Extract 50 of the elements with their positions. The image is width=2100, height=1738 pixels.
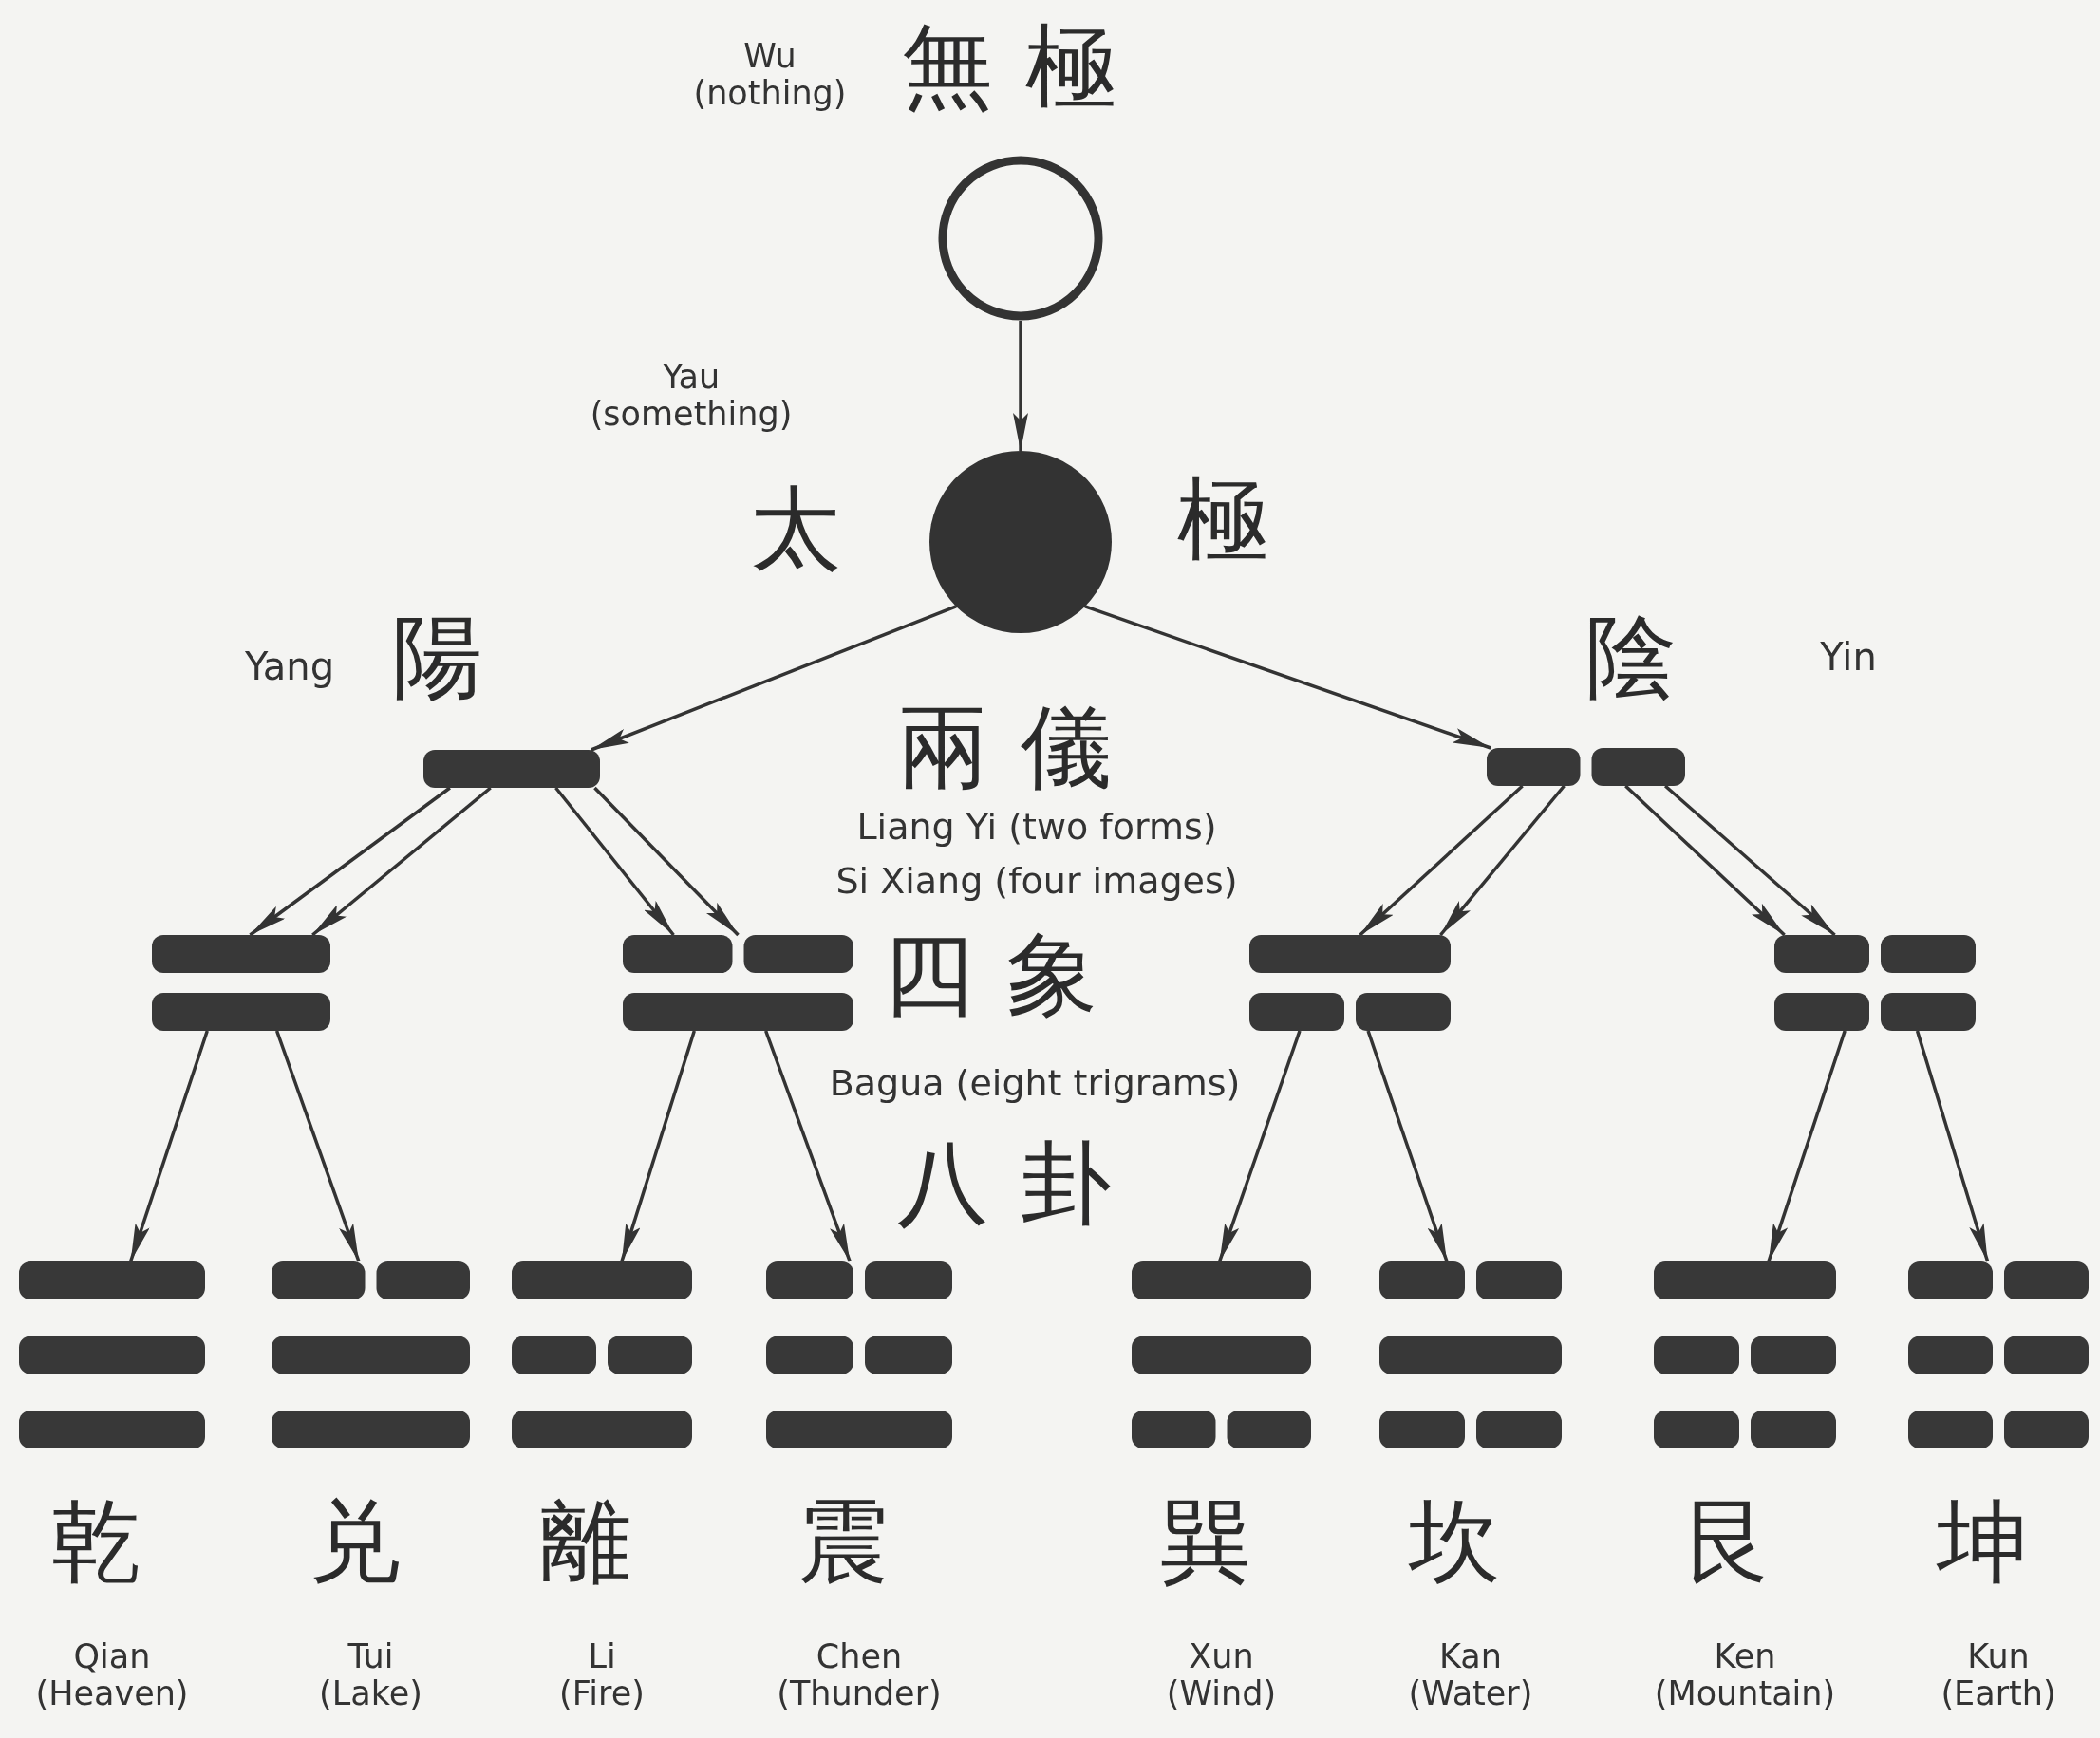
chinese-characters: 艮: [1683, 1492, 1807, 1593]
romanized-name: Xun (Wind): [1166, 1638, 1277, 1713]
romanized-name: Yin: [1820, 636, 1877, 679]
chinese-characters: 太: [750, 479, 873, 580]
chinese-characters: 兑: [309, 1492, 433, 1593]
arrow: [591, 605, 957, 752]
chinese-characters: 四象: [883, 925, 1130, 1026]
arrow: [1366, 1030, 1449, 1262]
stage-label: Si Xiang (four images): [835, 861, 1238, 902]
arrow: [1084, 605, 1491, 750]
arrow: [554, 786, 675, 937]
arrow: [1439, 784, 1566, 937]
arrow: [311, 786, 492, 937]
chinese-characters: 坎: [1409, 1492, 1532, 1593]
arrow: [764, 1030, 852, 1262]
arrow: [1767, 1030, 1847, 1262]
stage-label: Bagua (eight trigrams): [829, 1063, 1241, 1104]
romanized-name: Chen (Thunder): [777, 1638, 942, 1713]
chinese-characters: 陰: [1585, 607, 1709, 708]
arrow: [1663, 784, 1836, 937]
chinese-characters: 極: [1177, 470, 1301, 570]
chinese-characters: 八卦: [897, 1134, 1144, 1235]
chinese-characters: 無極: [902, 17, 1149, 118]
stage-label: Liang Yi (two forms): [856, 807, 1217, 848]
arrow: [1915, 1030, 1990, 1262]
arrow: [620, 1030, 696, 1262]
arrow: [128, 1030, 209, 1262]
chinese-characters: 巽: [1159, 1492, 1284, 1593]
chinese-characters: 坤: [1937, 1492, 2060, 1593]
arrow: [1013, 321, 1028, 451]
arrow: [274, 1030, 361, 1262]
arrow: [1217, 1030, 1302, 1262]
chinese-characters: 震: [797, 1492, 921, 1593]
romanized-name: Kun (Earth): [1941, 1638, 2056, 1713]
arrow: [1624, 784, 1786, 937]
romanized-name: Yang: [244, 645, 335, 688]
romanized-name: Li (Fire): [559, 1638, 645, 1713]
romanized-name: Kan (Water): [1408, 1638, 1533, 1713]
chinese-characters: 離: [540, 1492, 664, 1593]
romanized-name: Tui (Lake): [319, 1638, 422, 1713]
romanized-name: Ken (Mountain): [1654, 1638, 1836, 1713]
romanized-name: Wu (nothing): [693, 38, 847, 113]
chinese-characters: 兩儀: [897, 698, 1144, 798]
chinese-characters: 陽: [392, 607, 516, 708]
arrow: [249, 786, 451, 937]
romanized-name: Yau (something): [590, 359, 793, 434]
arrow: [1359, 784, 1524, 937]
arrow: [593, 786, 740, 937]
romanized-name: Qian (Heaven): [35, 1638, 189, 1713]
chinese-characters: 乾: [50, 1492, 174, 1593]
